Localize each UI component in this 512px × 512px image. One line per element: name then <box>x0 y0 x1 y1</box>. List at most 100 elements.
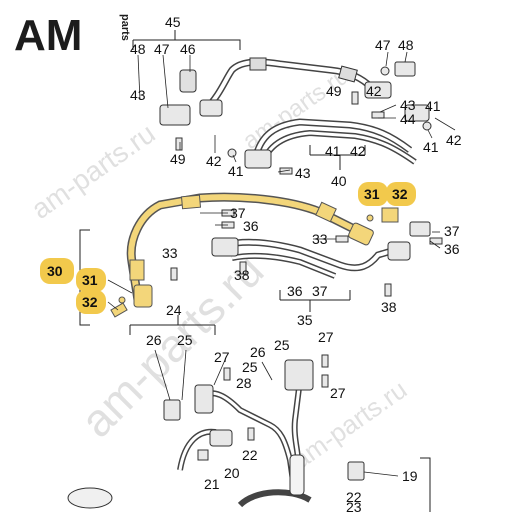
callout-label: 27 <box>214 349 230 365</box>
callout-label: 23 <box>346 499 362 512</box>
callout-label: 25 <box>274 337 290 353</box>
callout-label: 25 <box>177 332 193 348</box>
callout-label: 48 <box>130 41 146 57</box>
nut <box>227 148 237 158</box>
callout-label: 41 <box>423 139 439 155</box>
callout-label: 44 <box>400 111 416 127</box>
callout-label: 41 <box>228 163 244 179</box>
callout-label: 26 <box>250 344 266 360</box>
callout-label: 48 <box>398 37 414 53</box>
callout-label: 32 <box>392 186 408 202</box>
logo-side-text: parts <box>119 14 131 41</box>
compressor-part <box>67 487 113 509</box>
callout-label: 22 <box>242 447 258 463</box>
bolt <box>384 283 392 297</box>
callout-label: 22 <box>346 489 362 505</box>
bolt <box>197 449 209 461</box>
callout-label: 42 <box>446 132 462 148</box>
bolt <box>371 111 385 119</box>
callout-label: 32 <box>82 294 98 310</box>
hose-clamp <box>129 259 145 281</box>
callout-label: 25 <box>242 359 258 375</box>
callout-label: 37 <box>312 283 328 299</box>
bolt <box>335 235 349 243</box>
callout-label: 36 <box>444 241 460 257</box>
hose-clamp <box>180 194 202 210</box>
hose-fitting <box>209 429 233 447</box>
bracket-part <box>163 399 181 421</box>
bracket-19 <box>420 457 431 512</box>
bolt <box>223 367 231 381</box>
callout-label: 43 <box>295 165 311 181</box>
callout-label: 30 <box>47 263 63 279</box>
callout-label: 42 <box>366 83 382 99</box>
logo-letters: AM <box>14 11 82 60</box>
callout-label: 40 <box>331 173 347 189</box>
bolt <box>429 237 443 245</box>
hose-fitting <box>404 104 430 122</box>
callout-label: 37 <box>230 205 246 221</box>
callout-label: 43 <box>130 87 146 103</box>
pressure-switch <box>289 454 305 496</box>
callout-label: 47 <box>375 37 391 53</box>
hose-fitting <box>364 81 392 99</box>
callout-label: 38 <box>381 299 397 315</box>
bolt <box>247 427 255 441</box>
highlight-badge-30 <box>40 258 74 284</box>
nut <box>422 121 432 131</box>
callout-label: 36 <box>287 283 303 299</box>
hose-fitting <box>348 222 374 246</box>
bolt <box>170 267 178 281</box>
callout-numbers: 45 48 47 46 47 48 49 43 44 42 43 49 42 4… <box>47 14 462 512</box>
hose-fitting <box>133 284 153 308</box>
cap-48 <box>394 61 416 77</box>
brand-logo: AM parts <box>14 11 131 60</box>
callout-label: 41 <box>325 143 341 159</box>
callout-label: 19 <box>402 468 418 484</box>
callout-label: 38 <box>234 267 250 283</box>
callout-label: 26 <box>146 332 162 348</box>
valve-block <box>284 359 314 391</box>
hose-fitting <box>244 149 272 169</box>
callout-label: 37 <box>444 223 460 239</box>
callout-label: 33 <box>312 231 328 247</box>
bolt <box>321 374 329 388</box>
highlight-badge-31 <box>76 268 106 292</box>
watermark-text: am-parts.ru <box>26 117 161 225</box>
callout-label: 24 <box>166 302 182 318</box>
sensor-22 <box>347 461 365 481</box>
highlight-badge-32 <box>76 290 106 314</box>
bolt <box>351 91 359 105</box>
hose-fitting <box>211 237 239 257</box>
hose-assembly-40 <box>244 104 430 169</box>
nut <box>380 66 390 76</box>
callout-label: 28 <box>236 375 252 391</box>
bolt <box>239 261 247 275</box>
hose-fitting <box>199 99 223 117</box>
seal-part <box>381 207 399 223</box>
hose-assembly-45 <box>159 57 416 126</box>
highlight-badge-32 <box>386 182 416 206</box>
callout-label: 27 <box>318 329 334 345</box>
callout-label: 49 <box>326 83 342 99</box>
highlight-badges <box>40 182 416 314</box>
callout-label: 43 <box>400 97 416 113</box>
callout-label: 27 <box>330 385 346 401</box>
callout-label: 41 <box>425 98 441 114</box>
highlight-badge-31 <box>358 182 388 206</box>
callout-label: 20 <box>224 465 240 481</box>
watermark-text: am-parts.ru <box>238 62 354 154</box>
callout-label: 33 <box>162 245 178 261</box>
leader-lines <box>107 51 456 477</box>
bolt <box>321 354 329 368</box>
callout-label: 31 <box>82 272 98 288</box>
callout-label: 36 <box>243 218 259 234</box>
callout-label: 49 <box>170 151 186 167</box>
lower-assembly <box>67 359 365 509</box>
hose-clamp <box>338 65 358 83</box>
hose-clamp <box>315 201 337 223</box>
hose-fitting <box>159 104 191 126</box>
callout-label: 47 <box>154 41 170 57</box>
